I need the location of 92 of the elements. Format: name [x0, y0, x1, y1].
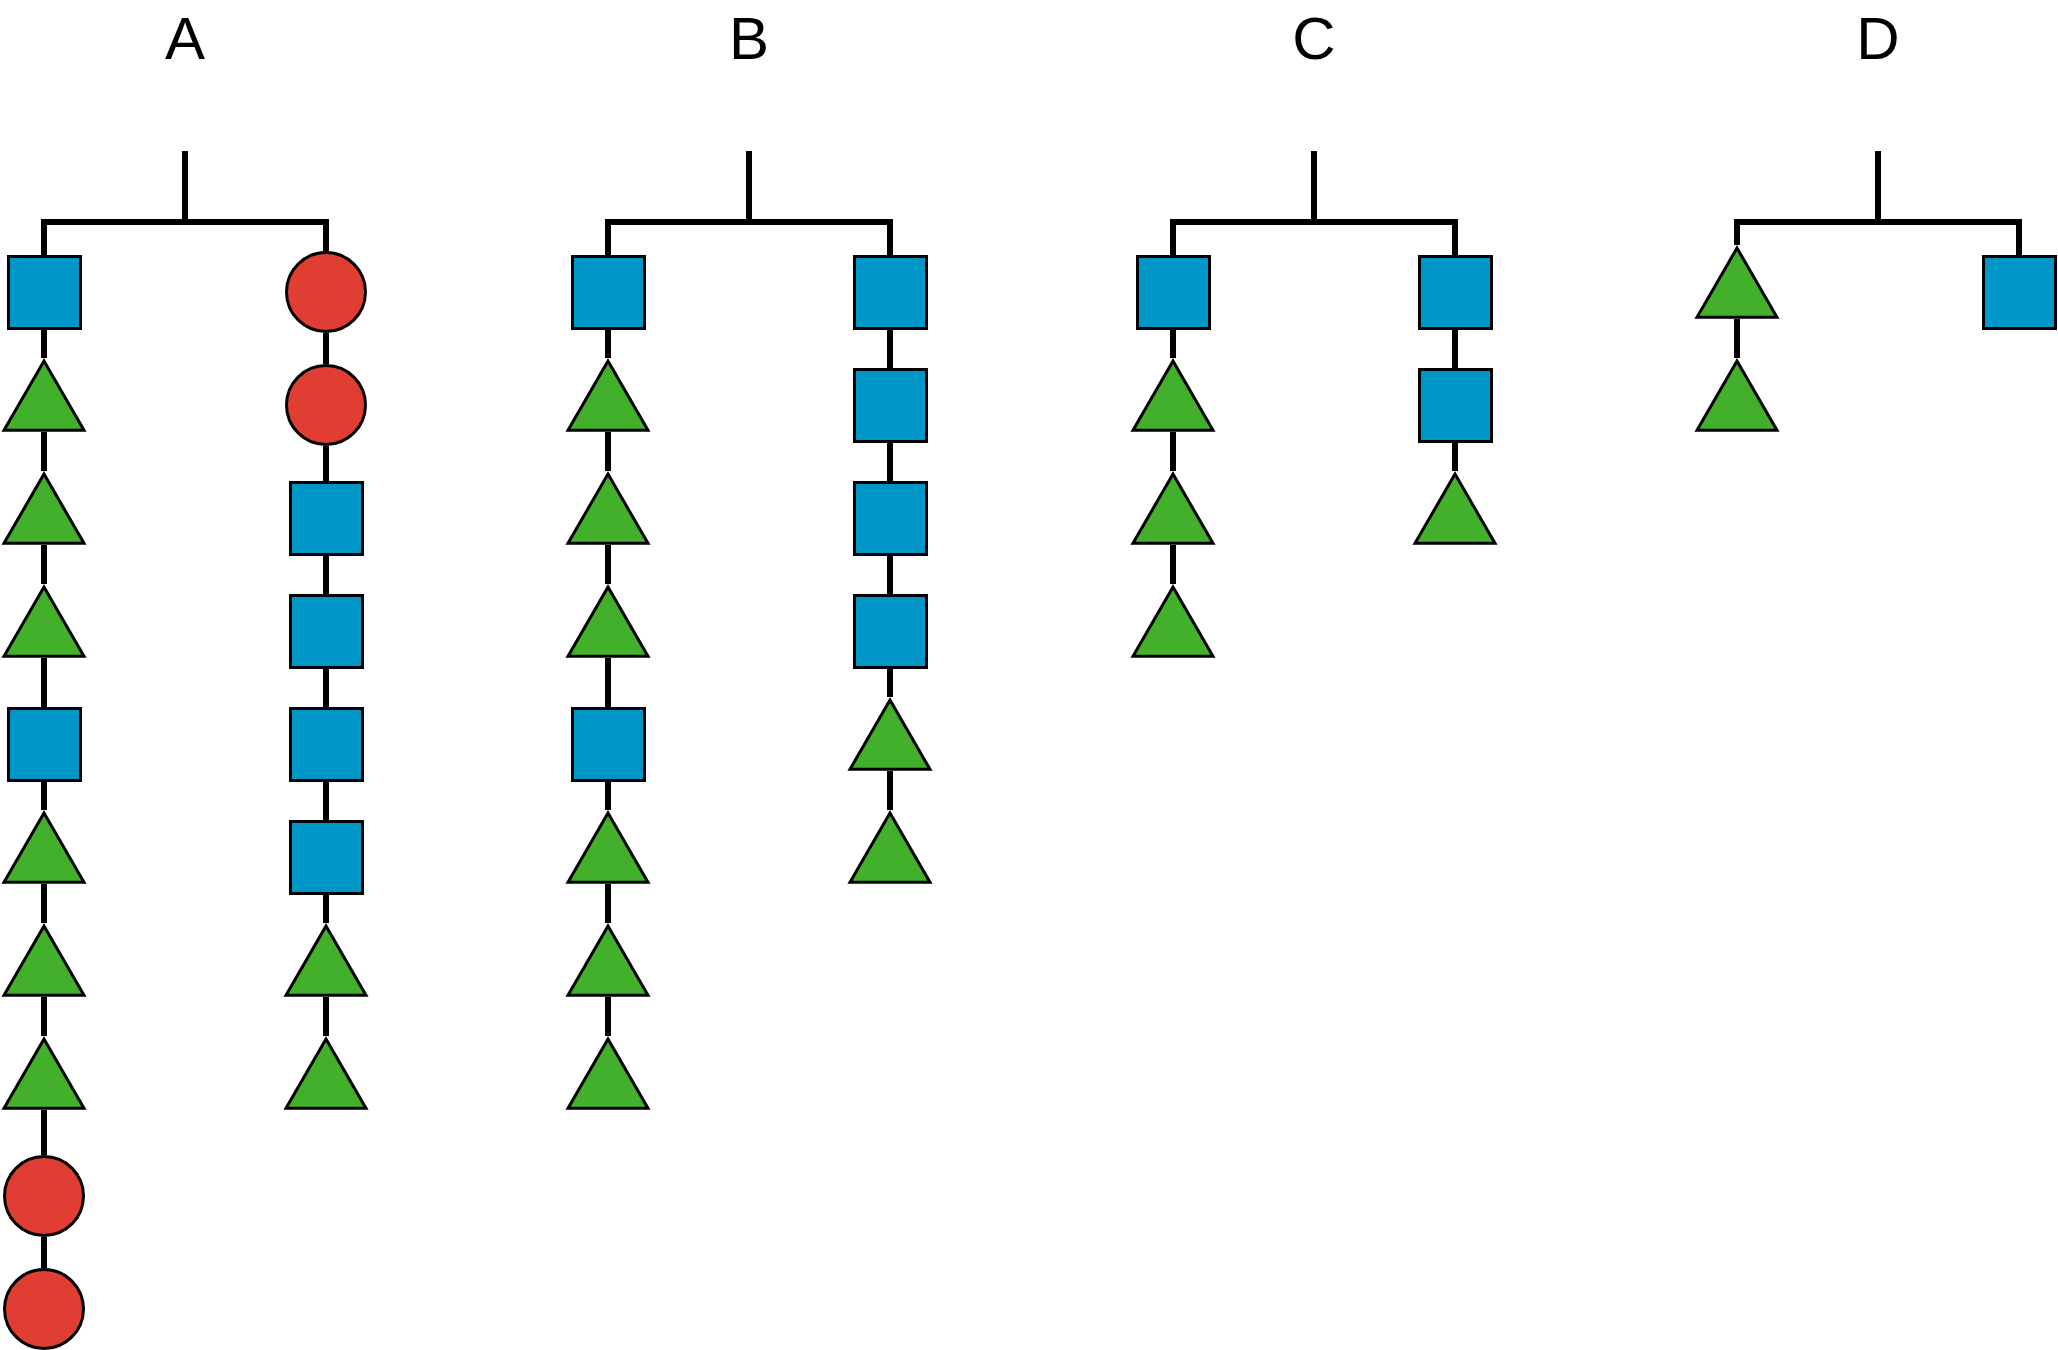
square-piece	[852, 368, 928, 443]
triangle-piece	[1, 358, 87, 432]
string-line	[323, 333, 329, 364]
string-line	[605, 545, 611, 584]
hanger-bar	[1170, 151, 1458, 225]
string-line	[887, 225, 893, 255]
triangle-piece	[1694, 245, 1780, 319]
string-line	[1452, 330, 1458, 368]
string-line	[605, 884, 611, 923]
string-line	[41, 330, 47, 358]
square-piece	[1417, 368, 1493, 443]
triangle-piece	[565, 471, 651, 545]
string-line	[1452, 443, 1458, 471]
string-line	[1734, 319, 1740, 358]
string-line	[605, 225, 611, 255]
string-line	[323, 225, 329, 251]
triangle-piece	[565, 810, 651, 884]
triangle-piece	[1, 471, 87, 545]
string-line	[41, 545, 47, 584]
string-line	[1170, 225, 1176, 255]
square-piece	[288, 820, 364, 895]
string-line	[605, 330, 611, 358]
string-line	[41, 658, 47, 707]
string-line	[323, 997, 329, 1036]
square-piece	[852, 481, 928, 556]
square-piece	[570, 707, 646, 782]
triangle-piece	[1412, 471, 1498, 545]
triangle-piece	[1, 1036, 87, 1110]
triangle-piece	[283, 923, 369, 997]
square-piece	[288, 707, 364, 782]
string-line	[887, 771, 893, 810]
triangle-piece	[565, 923, 651, 997]
string-line	[1170, 330, 1176, 358]
mobile-label: D	[1856, 9, 1900, 69]
string-line	[41, 997, 47, 1036]
string-line	[1452, 225, 1458, 255]
circle-piece	[285, 251, 367, 333]
triangle-piece	[847, 697, 933, 771]
triangle-piece	[1694, 358, 1780, 432]
triangle-piece	[1, 584, 87, 658]
square-piece	[852, 594, 928, 669]
string-line	[605, 782, 611, 810]
string-line	[41, 1110, 47, 1155]
mobile-label: B	[729, 9, 769, 69]
square-piece	[6, 255, 82, 330]
string-line	[1734, 225, 1740, 245]
string-line	[323, 782, 329, 820]
square-piece	[288, 594, 364, 669]
triangle-piece	[283, 1036, 369, 1110]
square-piece	[852, 255, 928, 330]
circle-piece	[285, 364, 367, 446]
hanger-bar	[605, 151, 893, 225]
triangle-piece	[1130, 584, 1216, 658]
hanger-bar	[1734, 151, 2022, 225]
string-line	[41, 225, 47, 255]
string-line	[605, 658, 611, 707]
square-piece	[6, 707, 82, 782]
string-line	[323, 556, 329, 594]
string-line	[41, 1237, 47, 1268]
triangle-piece	[565, 358, 651, 432]
string-line	[605, 997, 611, 1036]
triangle-piece	[1130, 358, 1216, 432]
circle-piece	[3, 1268, 85, 1350]
hanger-bar	[41, 151, 329, 225]
string-line	[41, 884, 47, 923]
triangle-piece	[1, 810, 87, 884]
triangle-piece	[1, 923, 87, 997]
mobile-label: C	[1292, 9, 1336, 69]
string-line	[1170, 545, 1176, 584]
string-line	[1170, 432, 1176, 471]
string-line	[41, 782, 47, 810]
string-line	[2016, 225, 2022, 255]
string-line	[887, 443, 893, 481]
square-piece	[1417, 255, 1493, 330]
square-piece	[1981, 255, 2057, 330]
square-piece	[570, 255, 646, 330]
triangle-piece	[565, 584, 651, 658]
string-line	[323, 669, 329, 707]
circle-piece	[3, 1155, 85, 1237]
string-line	[41, 432, 47, 471]
triangle-piece	[1130, 471, 1216, 545]
string-line	[323, 895, 329, 923]
square-piece	[288, 481, 364, 556]
string-line	[605, 432, 611, 471]
string-line	[323, 446, 329, 481]
triangle-piece	[847, 810, 933, 884]
string-line	[887, 669, 893, 697]
square-piece	[1135, 255, 1211, 330]
string-line	[887, 330, 893, 368]
string-line	[887, 556, 893, 594]
triangle-piece	[565, 1036, 651, 1110]
mobile-label: A	[165, 9, 205, 69]
